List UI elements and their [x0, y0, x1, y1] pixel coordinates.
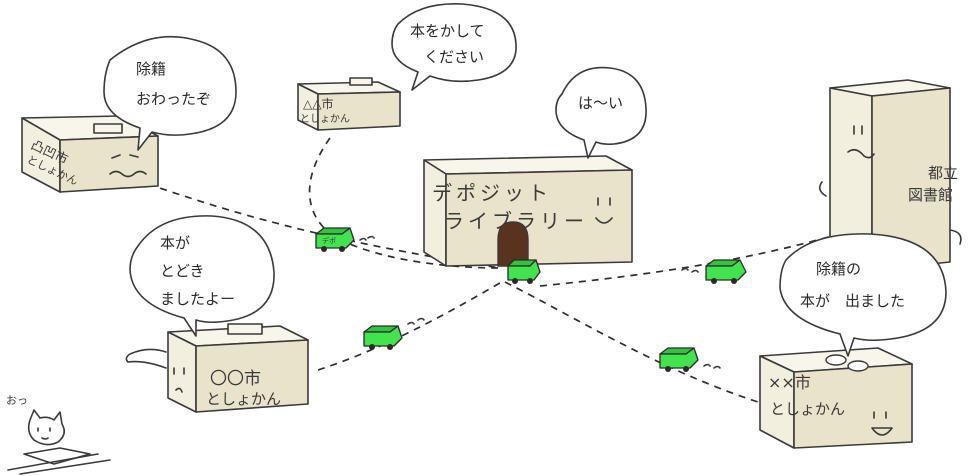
depository-name-line2: ライブラリー	[444, 209, 588, 233]
metro-name-line2: 図書館	[908, 186, 953, 204]
speech-bubble-center: は〜い	[555, 66, 647, 159]
waving-arm	[125, 348, 167, 369]
city-circle-name: 〇〇市	[210, 369, 261, 389]
speech-top-middle-line2: ください	[424, 48, 484, 66]
delivery-van-3	[681, 259, 747, 284]
speech-right-line1: 除籍の	[816, 260, 861, 278]
speech-top-middle-line1: 本をかして	[410, 22, 485, 40]
worried-face	[109, 154, 147, 178]
motion-puffs	[407, 317, 425, 325]
city-library-circle: 〇〇市 としょかん	[125, 323, 309, 413]
speech-bubble-top-left: 除籍 おわったぞ	[103, 35, 237, 151]
city-library-top-left: 凸凹市 としょかん	[21, 115, 159, 193]
speech-bubble-left-middle: 本が とどき ましたよー	[129, 215, 275, 337]
route-top-left	[147, 183, 501, 269]
delivery-van-4	[363, 317, 425, 350]
smiling-face	[595, 197, 613, 224]
depository-name-line1: デポジット	[432, 181, 552, 205]
delivery-van-1: デポ	[315, 227, 375, 252]
city-cross-label: としょかん	[770, 400, 845, 418]
city-library-cross: ××市 としょかん	[759, 347, 913, 449]
speech-bubble-right: 除籍の 本が 出ました	[779, 233, 947, 357]
route-circle	[317, 279, 506, 371]
speech-right-line2: 本が 出ました	[800, 292, 905, 310]
metro-name-line1: 都立	[928, 164, 958, 182]
surprised-face	[173, 367, 185, 393]
van-label: デポ	[322, 236, 336, 245]
delivery-van-2	[507, 259, 541, 284]
metro-library: 都立 図書館	[818, 79, 962, 271]
route-triangle	[308, 137, 501, 269]
city-library-triangle: △△市 としょかん	[297, 77, 401, 131]
speech-left-middle-line2: とどき	[160, 262, 205, 280]
city-cross-name: ××市	[768, 373, 811, 392]
speech-left-middle-line3: ましたよー	[160, 290, 235, 308]
depository-library: デポジット ライブラリー	[423, 155, 633, 267]
motion-puffs	[703, 363, 721, 369]
motion-puffs	[359, 235, 375, 241]
speech-top-left-line1: 除籍	[136, 60, 166, 78]
city-circle-label: としょかん	[206, 390, 281, 408]
city-triangle-name: △△市	[303, 96, 333, 111]
happy-face	[871, 411, 893, 436]
speech-top-left-line2: おわったぞ	[136, 90, 211, 108]
motion-puffs	[681, 267, 699, 273]
speech-center-text: は〜い	[578, 94, 623, 112]
reading-cat: おっ	[6, 394, 111, 475]
delivery-routes	[147, 137, 833, 403]
speech-left-middle-line1: 本が	[160, 234, 190, 252]
speech-bubble-top-middle: 本をかして ください	[391, 3, 517, 91]
cat-exclaim: おっ	[6, 394, 28, 407]
delivery-van-5	[659, 347, 721, 372]
tunnel-entrance	[497, 221, 529, 267]
tall-building-arms	[818, 181, 962, 245]
city-triangle-label: としょかん	[300, 113, 350, 125]
tall-building-face	[847, 125, 875, 159]
route-metro	[539, 235, 833, 287]
open-book	[23, 447, 91, 465]
route-cross	[504, 281, 759, 403]
